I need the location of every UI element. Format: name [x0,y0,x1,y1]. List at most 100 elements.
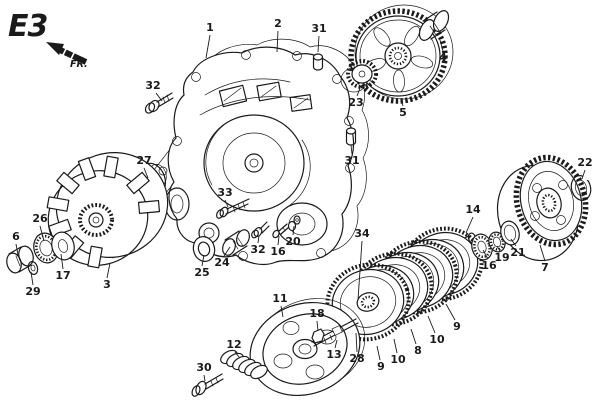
part-spacer [27,261,39,275]
callout-label-24: 24 [214,256,230,269]
callout-leader-12 [234,351,240,358]
callout-label-3: 3 [103,278,111,291]
part-screw-16 [272,223,290,239]
callout-label-33: 33 [217,186,232,199]
part-clutch-outer [46,152,169,269]
callout-label-12: 12 [226,338,241,351]
callout-label-14: 14 [465,203,481,216]
part-bolt-washer-30 [191,373,224,397]
callout-label-21: 21 [510,246,525,259]
part-primary-driven-gear [348,4,454,104]
callout-label-6: 6 [12,230,20,243]
part-snap-ring [570,173,592,201]
callout-leader-9 [376,345,381,361]
callout-label-27: 27 [136,154,151,167]
callout-label-9: 9 [377,360,385,373]
callout-leader-1 [205,34,211,59]
front-direction-label: FR. [70,59,88,70]
callout-leader-31 [350,144,353,155]
part-roller [222,229,250,256]
callout-label-2: 2 [274,17,282,30]
callout-label-25: 25 [194,266,209,279]
callout-label-32: 32 [145,79,160,92]
callout-leader-30 [203,374,206,382]
callout-label-17: 17 [55,269,70,282]
callout-label-11: 11 [272,292,287,305]
callout-label-26: 26 [32,212,48,225]
callout-leader-33 [224,199,229,208]
callout-label-13: 13 [326,348,341,361]
callout-label-20: 20 [285,235,301,248]
callout-leader-6 [15,243,19,256]
callout-leader-18 [316,320,319,332]
callout-leader-22 [581,169,586,180]
callout-leader-34 [357,240,363,301]
callout-label-31: 31 [311,22,326,35]
callout-label-34: 34 [354,227,370,240]
callout-label-28: 28 [349,352,364,365]
part-dowel-pin-top [312,53,324,71]
callout-leader-23 [356,87,361,97]
part-pressure-plate [249,298,366,397]
callout-leader-20 [292,225,295,236]
callout-label-7: 7 [541,261,549,274]
part-flange-bolt-upper [144,92,174,114]
part-crankcase-cover [94,46,355,266]
part-bolt-left [6,245,34,274]
callout-label-31: 31 [344,154,359,167]
callout-label-32: 32 [250,243,265,256]
callout-label-5: 5 [399,106,407,119]
callout-label-18: 18 [309,307,324,320]
callout-leader-14 [465,216,474,234]
part-flange-bolt-lower [251,221,270,239]
part-ring-21 [500,220,520,246]
callout-leader-24 [223,246,231,257]
callout-label-10: 10 [390,353,406,366]
callout-leader-28 [355,332,358,353]
clutch-outer-slots [46,155,161,269]
part-thrust-washer [51,231,75,261]
callout-leader-25 [201,254,205,267]
callout-leader-10 [393,338,398,354]
callout-leader-8 [410,328,417,345]
page-code: E3 [8,9,47,44]
part-clutch-plate-stack [325,226,484,342]
part-lifter-joint [311,318,359,347]
callout-label-23: 23 [348,96,363,109]
part-oil-pump-gear [340,59,378,93]
callout-label-8: 8 [414,344,422,357]
callout-label-19: 19 [494,251,509,264]
part-collar [418,10,450,41]
callout-leader-32 [257,235,260,244]
callout-leader-10 [427,315,436,334]
callout-leader-17 [60,253,64,270]
callout-leader-32 [155,92,163,102]
callout-label-10: 10 [429,333,445,346]
part-washer-20 [287,215,301,232]
callout-leader-13 [334,339,338,349]
callout-leader-2 [276,30,279,53]
callout-leader-11 [280,305,284,318]
part-bolt-33 [216,198,250,219]
callout-label-16: 16 [481,259,497,272]
callout-leader-3 [106,262,111,279]
callout-label-29: 29 [25,285,40,298]
callout-leader-21 [510,238,517,247]
callout-leader-4 [439,39,444,52]
part-oil-seal [192,236,216,262]
callout-leader-16 [277,235,280,246]
callout-leader-16 [482,249,489,260]
callout-label-22: 22 [577,156,592,169]
callout-leader-31 [317,35,320,53]
callout-leader-29 [30,271,34,286]
callout-leader-9 [445,303,456,321]
callout-label-16: 16 [270,245,286,258]
callout-label-4: 4 [439,51,447,64]
callout-leader-27 [143,167,149,179]
callout-label-30: 30 [196,361,212,374]
callout-leader-5 [400,98,404,107]
front-direction-arrow-icon: FR. [46,42,88,70]
